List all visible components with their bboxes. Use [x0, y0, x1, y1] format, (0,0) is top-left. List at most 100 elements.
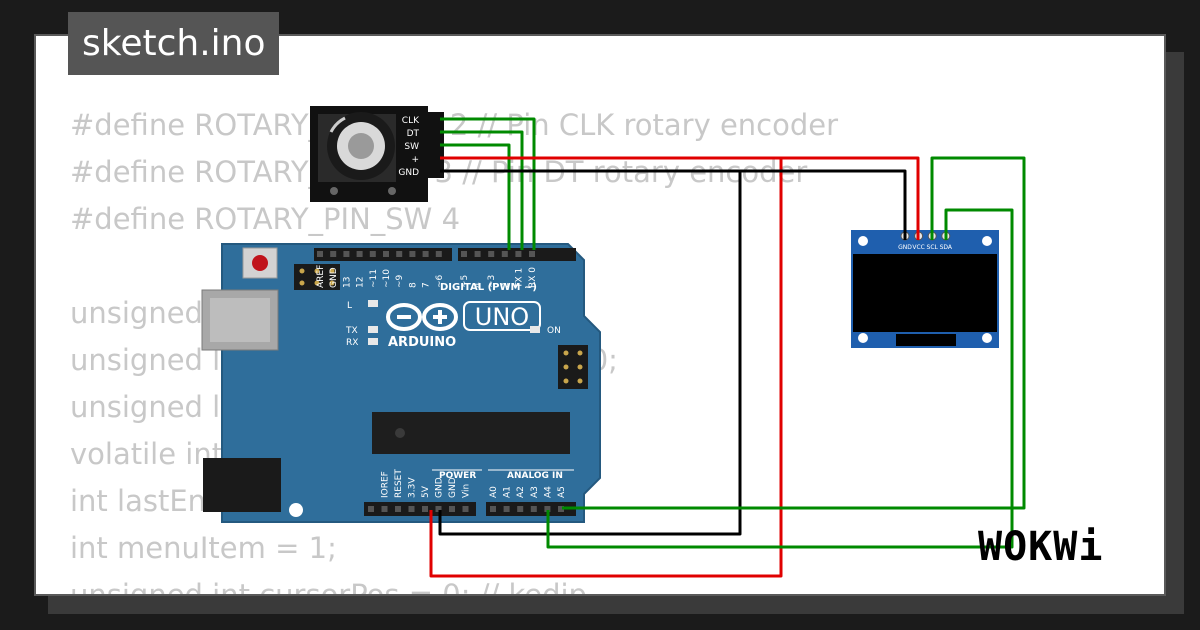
header-pin[interactable] [330, 251, 337, 257]
encoder-pin-label: GND [398, 168, 419, 178]
code-line: #define ROTARY_PIN_SW 4 [70, 202, 461, 236]
wire-encoder-vcc [429, 156, 783, 578]
oled-pin-label: VCC [912, 244, 924, 251]
rotate-arrow-icon [329, 116, 346, 133]
header-pin[interactable] [317, 251, 323, 257]
analog-in-label: ANALOG IN [507, 471, 563, 481]
led-tx-label: TX [345, 326, 358, 336]
header-pin[interactable] [408, 506, 415, 512]
digital-pin-label: ~9 [395, 274, 405, 288]
led-l-indicator [368, 300, 378, 307]
header-pin[interactable] [449, 506, 455, 512]
header-pin[interactable] [517, 506, 524, 512]
wire-oled-vcc [781, 156, 920, 240]
led-rx-label: RX [346, 338, 358, 348]
analog-pin-label: A2 [516, 486, 526, 498]
header-pin[interactable] [474, 251, 481, 257]
encoder-pin-label: DT [407, 129, 420, 139]
digital-pin-label: RX 0 [528, 267, 538, 288]
header-pin[interactable] [490, 506, 496, 512]
digital-pin-label: TX 1 [514, 268, 524, 289]
led-l-label: L [347, 301, 352, 311]
power-header [364, 502, 476, 516]
encoder-pin-label: + [411, 155, 419, 165]
icsp-header-top [294, 264, 340, 290]
wire-sw-to-d4 [440, 143, 511, 250]
encoder-header [428, 112, 444, 178]
header-pin[interactable] [462, 506, 469, 512]
code-line: #define ROTARY_PIN_DT 3 // Pin DT rotary… [70, 155, 808, 189]
arduino-infinity-icon [386, 303, 458, 331]
analog-pin-label: A1 [503, 486, 513, 498]
header-pin[interactable] [396, 251, 403, 257]
header-pin[interactable] [369, 251, 376, 257]
digital-pin-label: ~5 [460, 275, 470, 288]
analog-pin-label: A3 [530, 486, 540, 498]
digital-pin-label: ~3 [487, 275, 497, 288]
model-label: UNO [475, 303, 529, 331]
digital-pin-label: AREF [316, 265, 326, 288]
header-pin[interactable] [422, 506, 428, 512]
header-pin[interactable] [529, 251, 535, 257]
power-jack [203, 458, 281, 512]
analog-pin-label: A0 [489, 486, 499, 498]
wire-oled-sda [546, 208, 1014, 549]
header-pin[interactable] [435, 251, 442, 257]
header-pin[interactable] [343, 251, 350, 257]
header-pin[interactable] [501, 251, 508, 257]
power-pin-label: RESET [394, 469, 404, 498]
digital-header [314, 248, 576, 261]
digital-pin-label: ~6 [435, 274, 445, 288]
power-pin-label: GND [435, 477, 445, 498]
encoder-pin-label: SW [404, 142, 419, 152]
file-title-tab[interactable]: sketch.ino [68, 12, 280, 75]
oled-pin-label: SDA [940, 244, 953, 251]
analog-header [486, 502, 576, 516]
header-pin[interactable] [461, 251, 467, 257]
header-pin[interactable] [435, 506, 442, 512]
icsp-header-right [558, 345, 588, 389]
encoder-pin-label: CLK [402, 116, 420, 126]
usb-port-inner [210, 298, 270, 342]
header-pin[interactable] [368, 506, 374, 512]
digital-pin-label: 4 [474, 282, 484, 288]
header-pin[interactable] [503, 506, 510, 512]
wire-clk-to-d2 [440, 117, 536, 250]
oled-pin-label: GND [898, 244, 912, 251]
header-pin[interactable] [558, 506, 564, 512]
digital-pin-label: 8 [408, 282, 418, 288]
header-pin[interactable] [530, 506, 537, 512]
header-pin[interactable] [488, 251, 495, 257]
digital-pin-label: ~10 [382, 269, 392, 288]
header-pin[interactable] [409, 251, 416, 257]
wokwi-logo[interactable]: WOKWi [978, 524, 1104, 570]
digital-pin-label: 13 [342, 277, 352, 288]
analog-pin-label: A5 [557, 486, 567, 498]
led-rx-indicator [368, 338, 378, 345]
header-pin[interactable] [356, 251, 363, 257]
wire-dt-to-d3 [440, 130, 524, 250]
digital-pin-label: GND [329, 267, 339, 288]
header-pin[interactable] [515, 251, 522, 257]
digital-pin-label: 12 [356, 277, 366, 288]
header-pin[interactable] [395, 506, 401, 512]
digital-pin-label: ~11 [369, 269, 379, 288]
wire-oled-gnd [740, 169, 907, 240]
analog-pin-label: A4 [543, 486, 553, 498]
wire-oled-scl [562, 156, 1026, 510]
header-pin[interactable] [381, 506, 388, 512]
power-pin-label: Vin [462, 484, 472, 498]
rotary-encoder[interactable]: CLK DT SW + GND [310, 106, 444, 202]
code-line: unsigned int cursorPos = 0; // kedip [70, 578, 587, 596]
power-pin-label: 3.3V [408, 477, 418, 498]
header-pin[interactable] [422, 251, 429, 257]
uno-badge [463, 301, 541, 331]
header-pin[interactable] [544, 506, 551, 512]
header-pin[interactable] [383, 251, 389, 257]
power-pin-label: IOREF [381, 471, 391, 498]
